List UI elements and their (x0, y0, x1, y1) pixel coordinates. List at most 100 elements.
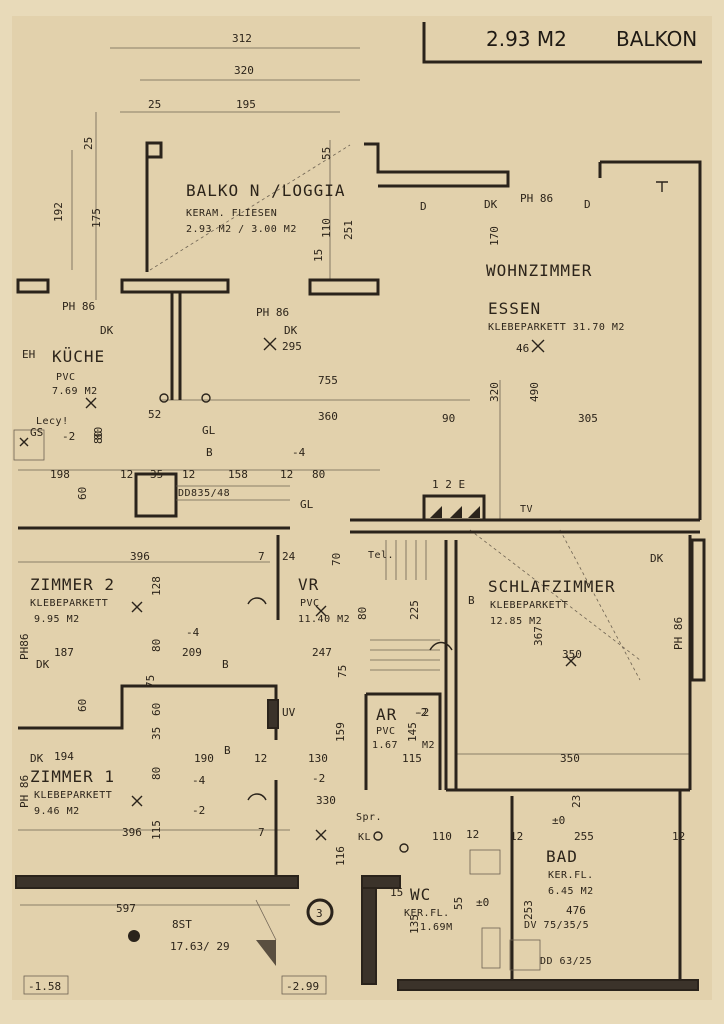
dim-value: 15 (390, 886, 403, 899)
room-schlaf-name: SCHLAFZIMMER (488, 577, 616, 596)
outlet-icon (263, 337, 277, 351)
room-vr: VR PVC 11.40 M2 (298, 575, 350, 625)
label-tel: Tel. (368, 550, 394, 561)
dim-value: 12 (182, 468, 195, 481)
dim-value: 320 (234, 64, 254, 77)
room-wohnzimmer: WOHNZIMMER ESSEN KLEBEPARKETT 31.70 M2 4… (486, 261, 624, 355)
label-dv: DV 75/35/5 (524, 920, 589, 931)
outlet-icon (85, 397, 97, 409)
dim-value: 476 (566, 904, 586, 917)
dim-value: 75 (144, 675, 157, 688)
level-marker-1: -1.58 (28, 980, 61, 993)
header-area: 2.93 M2 (486, 27, 567, 51)
room-zimmer1-floor: KLEBEPARKETT (34, 790, 112, 801)
label-spr: Spr. (356, 812, 382, 823)
dim-value: -4 (292, 446, 306, 459)
room-wohn-name: WOHNZIMMER (486, 261, 592, 280)
label-b: B (224, 744, 231, 757)
dim-value: -2 (312, 772, 325, 785)
dim-value: 23 (570, 795, 583, 808)
room-schlafzimmer: SCHLAFZIMMER KLEBEPARKETT 12.85 M2 (488, 577, 616, 627)
room-bad-floor: KER.FL. (548, 870, 594, 881)
label-eh: EH (22, 348, 35, 361)
room-wohn-name2: ESSEN (488, 299, 541, 318)
label-lecy: Lecy! (36, 416, 69, 427)
dim-value: 60 (150, 703, 163, 716)
dim-value: 312 (232, 32, 252, 45)
outlet-icon (373, 831, 383, 841)
room-balkon-area: 2.93 M2 / 3.00 M2 (186, 224, 297, 235)
room-kueche-name: KÜCHE (52, 347, 105, 366)
label-gl: GL (300, 498, 314, 511)
dim-value: 115 (402, 752, 422, 765)
dim-value: 251 (342, 220, 355, 240)
outlet-icon (656, 181, 668, 192)
dim-value: -2 (192, 804, 205, 817)
label-gs: GS (30, 426, 43, 439)
room-wc-area: 1.69M (420, 922, 453, 933)
room-ar-area: 1.67 (372, 740, 398, 751)
dim-value: 350 (562, 648, 582, 661)
dim-value: 755 (318, 374, 338, 387)
dim-value: 115 (150, 820, 163, 840)
room-zimmer2-name: ZIMMER 2 (30, 575, 115, 594)
dim-value: 25 (148, 98, 161, 111)
dim-value: 90 (442, 412, 455, 425)
dim-value: 490 (528, 382, 541, 402)
dim-value: 225 (408, 600, 421, 620)
dim-value: 255 (574, 830, 594, 843)
dim-value: 396 (122, 826, 142, 839)
dim-value: 130 (308, 752, 328, 765)
dim-value: 159 (334, 722, 347, 742)
dim-value: 192 (52, 202, 65, 222)
room-balkon-floor: KERAM. FLIESEN (186, 208, 277, 219)
dim-value: 187 (54, 646, 74, 659)
label-gl: GL (202, 424, 216, 437)
dim-value: 247 (312, 646, 332, 659)
outlet-icon (531, 339, 545, 353)
dim-value: -4 (186, 626, 200, 639)
dim-value: ±0 (552, 814, 565, 827)
label-kl: KL (358, 832, 371, 843)
dim-value: 209 (182, 646, 202, 659)
dim-value: 367 (532, 626, 545, 646)
dim-value: 320 (488, 382, 501, 402)
dim-value: 158 (228, 468, 248, 481)
room-bad-name: BAD (546, 847, 578, 866)
room-zimmer1-area: 9.46 M2 (34, 806, 80, 817)
level-marker-2: -2.99 (286, 980, 319, 993)
dim-value: 170 (488, 226, 501, 246)
room-vr-area: 11.40 M2 (298, 614, 350, 625)
dim-value: -4 (192, 774, 206, 787)
room-zimmer-2: ZIMMER 2 KLEBEPARKETT 9.95 M2 (30, 575, 115, 625)
header-box: 2.93 M2 BALKON (422, 22, 702, 64)
room-wohn-code: 46 (516, 342, 529, 355)
dim-value: 12 (280, 468, 293, 481)
dim-value: 75 (336, 665, 349, 678)
dim-value: ±0 (476, 896, 489, 909)
dim-value: 15 (312, 249, 325, 262)
outlet-icon (247, 793, 267, 801)
label-dk: DK (484, 198, 498, 211)
label-ph86: PH86 (18, 634, 31, 661)
dim-value: 190 (194, 752, 214, 765)
symbol-marks (19, 181, 668, 853)
room-balkon-name: BALKO N /LOGGIA (186, 181, 346, 200)
room-zimmer2-area: 9.95 M2 (34, 614, 80, 625)
dim-value: 110 (432, 830, 452, 843)
label-dd: DD 63/25 (540, 956, 592, 967)
dim-value: 330 (316, 794, 336, 807)
label-tv: TV (520, 504, 533, 515)
label-door: DD835/48 (178, 488, 230, 499)
room-zimmer2-floor: KLEBEPARKETT (30, 598, 108, 609)
staircase (370, 540, 440, 671)
room-wc: WC KER.FL. 1.69M (404, 885, 453, 933)
outlet-icon (247, 597, 267, 605)
label-dk: DK (650, 552, 664, 565)
label-dk: DK (36, 658, 50, 671)
outlet-icon (429, 641, 453, 651)
label-ph86: PH 86 (18, 775, 31, 808)
dim-value: 360 (318, 410, 338, 423)
dim-value: -2 (416, 706, 429, 719)
